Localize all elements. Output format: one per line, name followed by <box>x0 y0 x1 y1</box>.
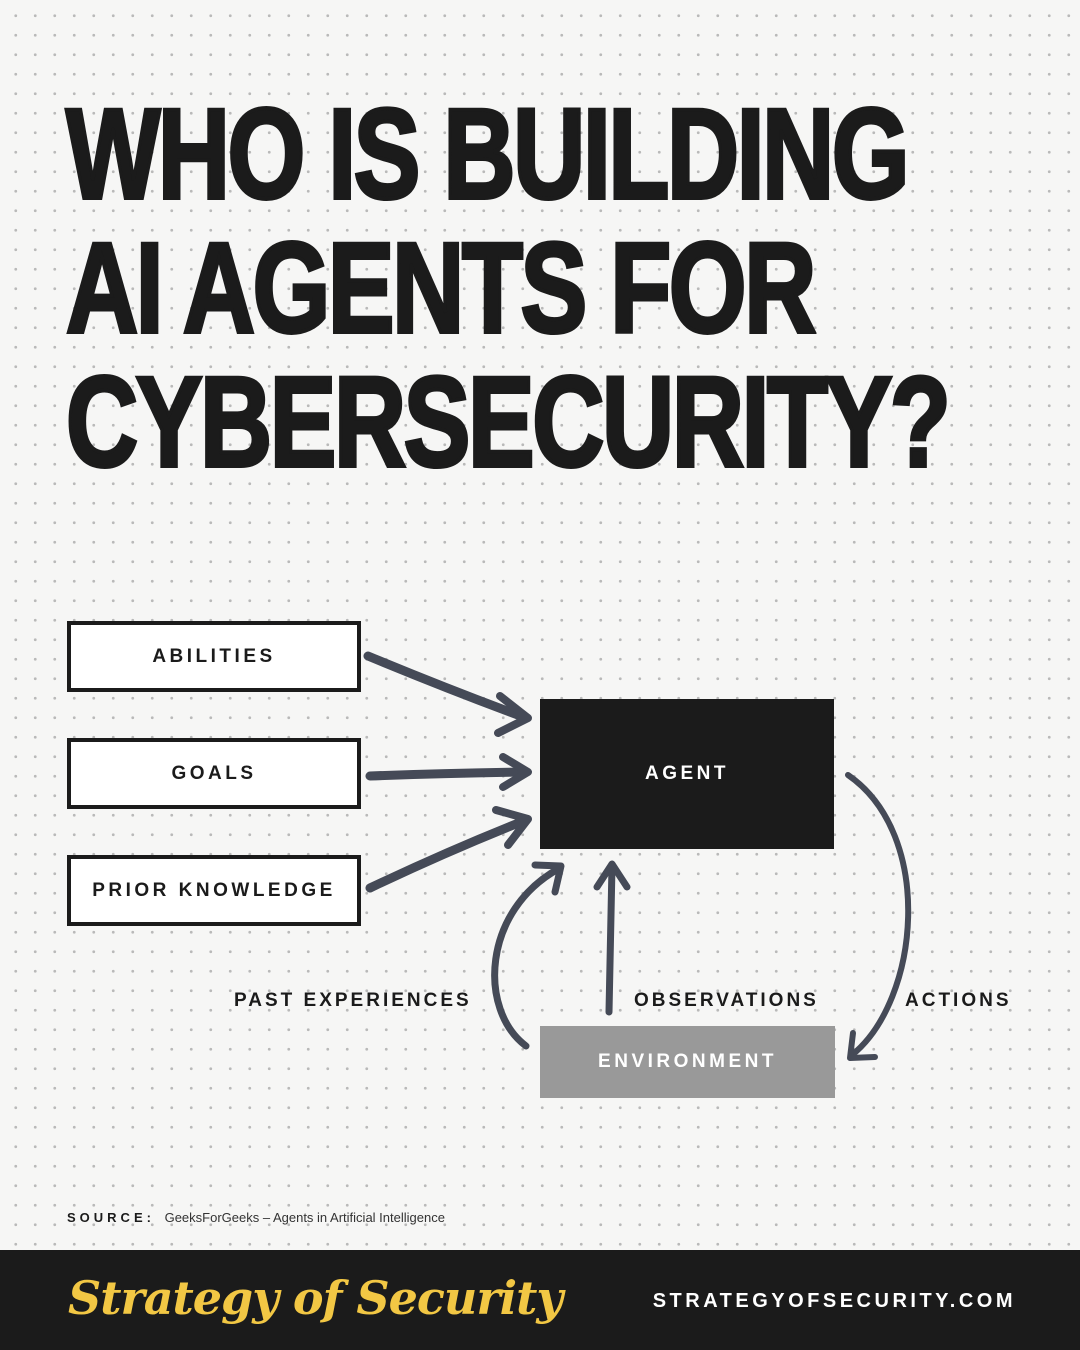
actions-label: ACTIONS <box>905 990 1012 1011</box>
abilities-arrow <box>363 651 531 723</box>
goals-box: GOALS <box>67 738 361 809</box>
goals-arrow-head <box>499 753 532 791</box>
title-line-3: CYBERSECURITY? <box>64 351 952 494</box>
past-experiences-arrow <box>491 864 564 1050</box>
actions-arrow <box>845 772 912 1058</box>
goals-arrow <box>365 767 531 781</box>
abilities-arrow-head <box>494 692 532 737</box>
source-value: GeeksForGeeks – Agents in Artificial Int… <box>164 1210 445 1225</box>
prior-knowledge-arrow <box>365 815 531 893</box>
brand-logo[interactable]: Strategy of Security <box>68 1271 563 1325</box>
abilities-box: ABILITIES <box>67 621 361 692</box>
source-key: SOURCE: <box>67 1210 155 1225</box>
observations-arrow <box>605 862 616 1016</box>
past-experiences-arrow-head <box>531 861 565 896</box>
prior-knowledge-box: PRIOR KNOWLEDGE <box>67 855 361 926</box>
past-experiences-label: PAST EXPERIENCES <box>234 990 472 1011</box>
prior-knowledge-arrow-head <box>492 806 532 849</box>
source-line: SOURCE: GeeksForGeeks – Agents in Artifi… <box>67 1209 445 1227</box>
observations-label: OBSERVATIONS <box>634 990 819 1011</box>
site-url-link[interactable]: STRATEGYOFSECURITY.COM <box>652 1290 1016 1312</box>
agent-box: AGENT <box>540 699 834 849</box>
actions-arrow-head <box>847 1030 878 1061</box>
title-line-2: AI AGENTS FOR <box>64 217 817 360</box>
page-title: WHO IS BUILDING AI AGENTS FOR CYBERSECUR… <box>64 83 1080 494</box>
observations-arrow-head <box>593 860 631 891</box>
footer: Strategy of Security STRATEGYOFSECURITY.… <box>0 1250 1080 1350</box>
environment-box: ENVIRONMENT <box>540 1026 835 1098</box>
title-line-1: WHO IS BUILDING <box>64 83 911 226</box>
